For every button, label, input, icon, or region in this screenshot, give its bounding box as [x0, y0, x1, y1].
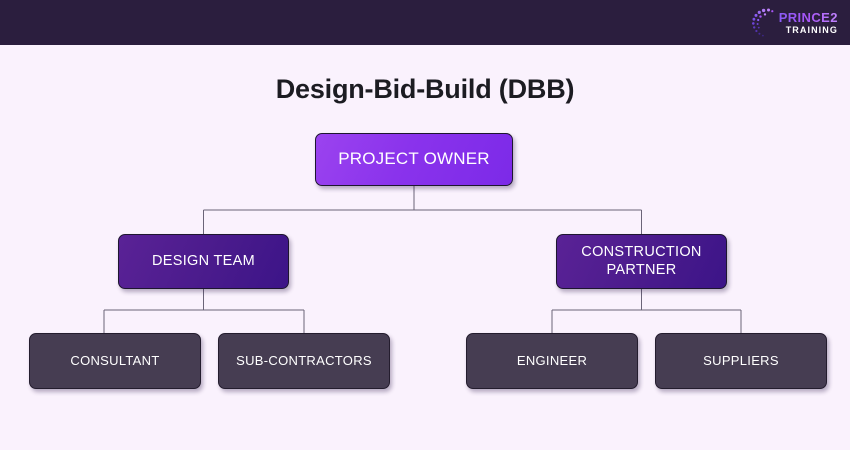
node-consultant-label: CONSULTANT	[70, 353, 160, 369]
brand-logo[interactable]: PRINCE2 TRAINING	[750, 5, 838, 41]
node-construction-partner-label: CONSTRUCTION PARTNER	[581, 244, 701, 278]
node-design-team[interactable]: DESIGN TEAM	[118, 234, 289, 289]
node-project-owner[interactable]: PROJECT OWNER	[315, 133, 513, 186]
node-engineer-label: ENGINEER	[516, 353, 588, 369]
node-suppliers-label: SUPPLIERS	[703, 353, 779, 369]
node-sub-contractors[interactable]: SUB-CONTRACTORS	[218, 333, 390, 389]
node-construction-partner-label-line2: PARTNER	[606, 261, 677, 278]
node-design-team-label: DESIGN TEAM	[152, 252, 255, 269]
node-consultant[interactable]: CONSULTANT	[29, 333, 201, 389]
brand-subtitle: TRAINING	[785, 25, 838, 35]
brand-name: PRINCE2	[778, 10, 838, 25]
top-header-bar: PRINCE2 TRAINING	[0, 0, 850, 45]
node-project-owner-label: PROJECT OWNER	[338, 149, 490, 169]
spiral-dots-logo-icon	[750, 7, 776, 39]
node-construction-partner[interactable]: CONSTRUCTION PARTNER	[556, 234, 727, 289]
node-engineer[interactable]: ENGINEER	[466, 333, 638, 389]
page-title: Design-Bid-Build (DBB)	[275, 74, 575, 104]
node-construction-partner-label-line1: CONSTRUCTION	[581, 244, 702, 261]
node-sub-contractors-label: SUB-CONTRACTORS	[236, 353, 372, 369]
node-suppliers[interactable]: SUPPLIERS	[655, 333, 827, 389]
